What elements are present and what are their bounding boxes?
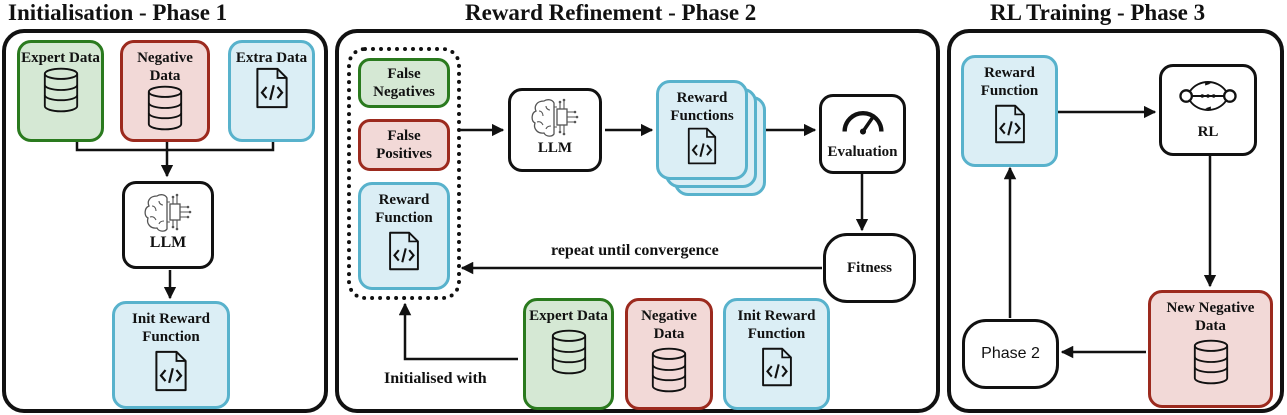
database-icon [145, 85, 185, 131]
p2-init-reward: Init Reward Function [723, 298, 830, 410]
p1-llm-label: LLM [149, 234, 187, 251]
brain-chip-icon [530, 95, 580, 139]
p1-expert-data: Expert Data [17, 40, 104, 142]
p1-init-reward: Init Reward Function [112, 301, 230, 409]
reward-functions-label: Reward Functions [670, 90, 734, 124]
brain-chip-icon [143, 190, 193, 234]
code-file-icon [761, 347, 793, 387]
phase2-title: Reward Refinement - Phase 2 [465, 0, 757, 25]
rl-box: RL [1159, 64, 1257, 156]
p1-negative-label: Negative Data [137, 50, 193, 84]
code-file-icon [255, 67, 289, 109]
rl-label: RL [1197, 124, 1219, 140]
evaluation-label: Evaluation [827, 144, 898, 160]
evaluation-box: Evaluation [819, 94, 906, 174]
false-positives-label: False Positives [376, 128, 432, 162]
fitness-label: Fitness [847, 260, 892, 276]
p2-init-reward-label: Init Reward Function [737, 308, 816, 342]
database-icon [549, 329, 589, 375]
false-negatives-label: False Negatives [373, 66, 435, 100]
p2-expert-data: Expert Data [523, 298, 614, 410]
false-positives: False Positives [358, 119, 450, 171]
phase2-loop-box: Phase 2 [962, 319, 1059, 389]
new-negative-label: New Negative Data [1166, 300, 1255, 334]
p2-llm: LLM [508, 88, 602, 172]
fitness-box: Fitness [823, 233, 916, 303]
p2-negative-label: Negative Data [641, 308, 697, 342]
gauge-icon [841, 107, 885, 135]
p1-extra-data: Extra Data [228, 40, 315, 142]
p1-init-reward-label: Init Reward Function [132, 311, 210, 345]
rl-cycle-icon [1177, 77, 1239, 115]
repeat-label: repeat until convergence [551, 242, 719, 259]
phase1-title: Initialisation - Phase 1 [8, 0, 228, 25]
p2-reward-function-label: Reward Function [375, 192, 433, 226]
p3-reward-function: Reward Function [961, 55, 1058, 167]
phase2-loop-label: Phase 2 [981, 345, 1040, 362]
code-file-icon [687, 127, 717, 165]
phase2-panel [335, 29, 940, 413]
database-icon [1191, 339, 1231, 385]
p1-negative-data: Negative Data [120, 40, 210, 142]
p2-reward-function: Reward Function [358, 182, 450, 290]
false-negatives: False Negatives [358, 58, 450, 108]
p1-expert-label: Expert Data [21, 50, 100, 66]
code-file-icon [388, 231, 420, 271]
phase3-panel [947, 29, 1284, 413]
initialised-with-label: Initialised with [384, 370, 487, 387]
p2-llm-label: LLM [537, 140, 573, 156]
p2-negative-data: Negative Data [625, 298, 713, 410]
code-file-icon [994, 104, 1026, 144]
refinement-inputs-group [347, 47, 461, 300]
p1-extra-label: Extra Data [235, 50, 308, 66]
database-icon [41, 67, 81, 113]
p1-llm: LLM [122, 181, 214, 269]
p3-reward-function-label: Reward Function [980, 65, 1039, 99]
p2-expert-label: Expert Data [529, 308, 608, 324]
new-negative-data: New Negative Data [1148, 290, 1273, 408]
phase1-panel [2, 29, 328, 413]
code-file-icon [154, 350, 188, 392]
database-icon [649, 347, 689, 393]
phase3-title: RL Training - Phase 3 [990, 0, 1206, 25]
reward-functions-box: Reward Functions [656, 80, 748, 180]
